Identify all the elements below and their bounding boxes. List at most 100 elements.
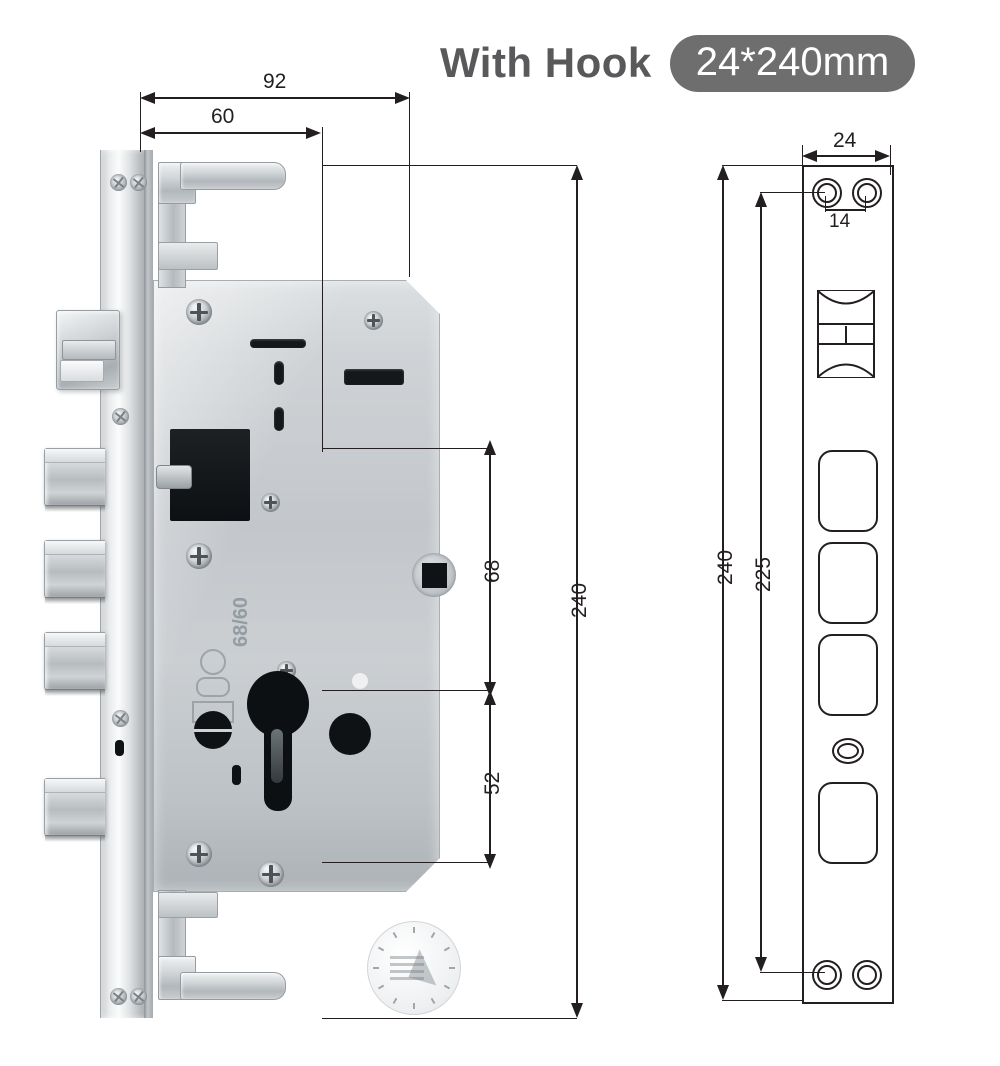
dim-60-label: 60 [211,105,235,128]
sticker-tick [373,967,379,969]
case-screw-cam [258,861,284,887]
case-screw-centre [261,493,280,512]
sticker-tick [443,946,450,951]
dim-52-label: 52 [481,771,504,795]
dim-24-label: 24 [833,129,857,152]
dim-240-line [576,173,578,1011]
certification-stamp-icon [200,649,226,675]
top-screw-hole-right [852,178,882,208]
dim-92-line [148,97,402,99]
dim-225-arrow-top [755,192,767,207]
backset-stamp-text: 68/60 [230,596,252,647]
ext-line-spindle [322,127,324,452]
sticker-tick [378,985,385,990]
cam-hole [329,713,371,755]
spindle-hole [422,563,447,588]
faceplate-screw-upper [112,408,129,425]
deadbolt-4 [44,778,105,842]
dim-240r-arrow-top [717,165,729,180]
bolt-slot-3 [818,634,878,716]
dim-24-arrow-left [802,150,817,162]
sticker-tick [430,931,435,938]
dim-92-arrow-right [395,92,410,104]
sticker-tick [393,998,398,1005]
latch-bolt-lip [62,340,116,360]
sticker-tick [377,947,384,952]
size-badge: 24*240mm [669,34,916,92]
faceplate-strip [100,150,148,1018]
case-chamfer-bottom-right [406,858,440,892]
dim-24-line [810,155,882,157]
dim-60-arrow-right [306,127,321,139]
ext-14-right [865,196,867,212]
hook-cutout-svg [817,290,875,378]
dim-225-label: 225 [752,556,775,592]
case-lever-slot [250,339,306,348]
ext-225-bottom [760,972,825,974]
dim-68-arrow-top [484,440,496,455]
case-screw-mid-left [186,543,212,569]
sticker-tick [449,967,455,969]
case-screw-top-left [186,299,212,325]
leader-lower [322,862,490,864]
leader-bottom [322,1018,577,1020]
keyhole-stamp-icon [196,677,230,697]
bolt-slot-4 [818,782,878,864]
dim-14-line [825,209,866,211]
case-slot-small-lower [274,407,284,431]
page-title: With Hook [440,39,652,86]
dim-92-label: 92 [263,70,287,93]
left-hole-divider [194,729,232,732]
faceplate-screw-bottom-left [110,988,127,1005]
dim-60-line [148,132,313,134]
sticker-tick [413,927,415,933]
bottom-screw-hole-right [852,960,882,990]
dim-240r-arrow-bottom [717,985,729,1000]
deadbolt-2 [44,540,105,604]
small-pin-hole [232,765,241,785]
case-markings: 68/60 [184,597,254,731]
dim-240-arrow-bottom [571,1003,583,1018]
ext-240r-bottom [722,1000,804,1002]
dim-60-arrow-left [140,127,155,139]
dim-225-arrow-bottom [755,957,767,972]
dim-52-line [489,698,491,862]
dim-68-line [489,448,491,690]
faceplate-screw-lower [112,710,129,727]
ext-240r-top [722,165,804,167]
case-slot-right [344,369,404,385]
dim-14-label: 14 [829,211,851,232]
ext-line-left [140,92,142,152]
case-slot-small-upper [274,361,284,385]
dim-240r-line [722,173,724,993]
dim-240-arrow-top [571,165,583,180]
header: With Hook 24*240mm [440,28,916,98]
faceplate-screw-top-left [110,174,127,191]
lock-body-photo: 68/60 [40,150,461,1030]
deadbolt-3 [44,632,105,696]
quality-inspection-sticker [367,921,461,1015]
ext-fp-right [890,145,892,175]
dim-52-arrow-bottom [484,854,496,869]
case-screw-bottom-left [186,841,212,867]
mechanism-roller [156,465,192,489]
dim-240-label: 240 [568,582,591,618]
bolt-slot-2 [818,542,878,624]
leader-spindle [322,448,490,450]
dim-24-arrow-right [875,150,890,162]
euro-cylinder-hole [247,671,309,811]
light-pin-hole [352,673,368,689]
lock-case: 68/60 [153,280,461,1015]
faceplate-screw-bottom-right [130,988,147,1005]
sticker-tick [413,1003,415,1009]
hook-bolt-cutout [817,290,875,378]
faceplate-drawing [700,130,1000,1030]
faceplate-pin-hole [115,740,124,756]
ext-225-top [760,192,825,194]
deadbolt-1 [44,448,105,512]
case-chamfer-top-right [406,280,440,314]
latch-bolt-bevel [60,360,104,382]
faceplate-screw-top-right [130,174,147,191]
bolt-slot-1 [818,450,878,532]
